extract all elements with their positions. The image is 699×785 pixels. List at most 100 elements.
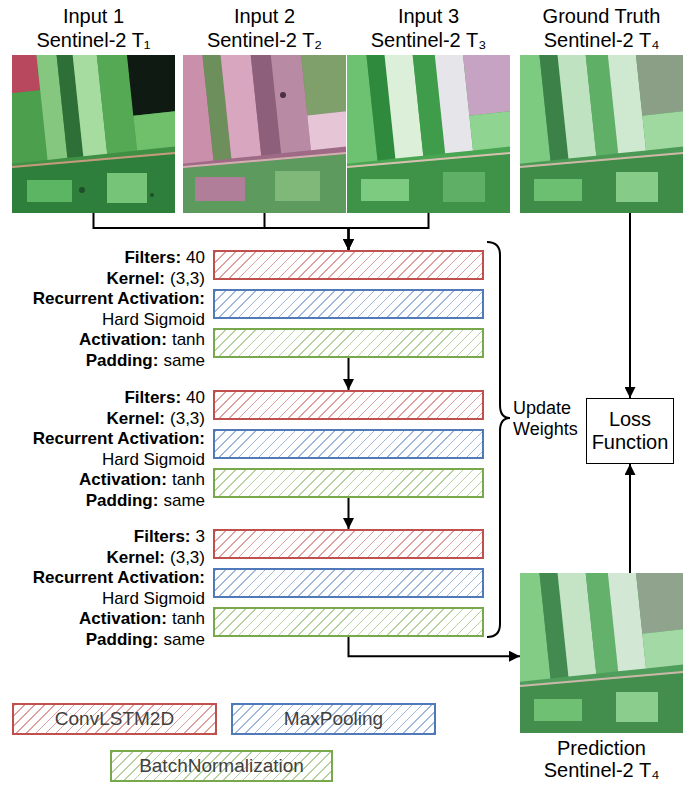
param-value: tanh [172,609,205,628]
satellite-image [503,26,696,213]
param-row: Recurrent Activation: [0,568,205,589]
param-value: 3 [196,527,205,546]
param-row: Filters: 40 [0,388,205,409]
legend-text: ConvLSTM2D [55,708,174,730]
legend-swatch: BatchNormalization [110,750,333,782]
param-value: tanh [172,470,205,489]
update-brace [487,242,510,637]
param-value: tanh [172,330,205,349]
param-name: Padding: [86,351,159,370]
satellite-image [330,26,523,213]
convlstm-layer [213,529,484,559]
param-row: Kernel: (3,3) [0,548,205,569]
image-title: Ground Truth [490,5,699,27]
param-value: (3,3) [170,409,205,428]
bracket-label: Update Weights [513,398,585,440]
layer-block: Filters:3Kernel:(3,3)Recurrent Activatio… [213,529,484,637]
flow-arrow [349,213,429,250]
param-value: (3,3) [170,548,205,567]
legend-swatch: ConvLSTM2D [12,703,217,735]
image-title: Sentinel-2 T₂ [153,29,376,51]
param-row: Kernel:(3,3) [0,269,205,290]
satellite-image [503,544,696,733]
image-title: Input 2 [153,5,376,27]
param-row: Recurrent Activation: [0,429,205,450]
loss-box: Loss Function [586,398,674,464]
param-value: Hard Sigmoid [102,589,205,608]
satellite-image [0,25,197,213]
convlstm-layer [213,390,484,420]
maxpooling-layer [213,429,484,459]
param-name: Recurrent Activation: [33,568,205,587]
param-row: Filters: 40 [0,248,205,269]
box-text: Loss Function [590,408,670,454]
image-title: Input 1 [0,5,205,27]
param-row: Padding:same [0,351,205,372]
flow-arrow [629,464,631,573]
param-row: Padding:same [0,630,205,651]
convlstm-layer [213,250,484,280]
param-row: Activation:tanh [0,470,205,491]
flow-arrow [349,637,521,656]
param-name: Filters: [124,388,181,407]
param-row: Activation: tanh [0,609,205,630]
param-name: Kernel: [106,409,165,428]
flow-arrow [265,213,349,250]
layer-params: Filters: 3Kernel: (3,3)Recurrent Activatio… [0,527,205,651]
flow-arrow [629,213,631,398]
param-row: Kernel: (3,3) [0,409,205,430]
param-name: Recurrent Activation: [33,289,205,308]
param-name: Activation: [79,609,167,628]
maxpooling-layer [213,289,484,319]
param-row: Activation: tanh [0,330,205,351]
batchnorm-layer [213,328,484,358]
param-row: Hard Sigmoid [0,310,205,331]
param-name: Padding: [86,630,159,649]
image-title: Sentinel-2 T₄ [490,29,699,51]
input-image: Input 1Sentinel-2 T₁ [12,55,175,213]
param-value: same [163,351,205,370]
param-value: Hard Sigmoid [102,310,205,329]
param-name: Recurrent Activation: [33,429,205,448]
legend-text: MaxPooling [284,708,383,730]
layer-params: Filters: 40Kernel: (3,3)Recurrent Activati… [0,388,205,512]
param-value: same [163,491,205,510]
param-row: Padding:same [0,491,205,512]
legend-text: BatchNormalization [139,755,304,777]
image-title: Sentinel-2 T₄ [490,759,699,781]
param-name: Padding: [86,491,159,510]
param-name: Filters: [134,527,191,546]
param-value: same [163,630,205,649]
param-name: Kernel: [106,548,165,567]
input-image: Input 2Sentinel-2 T₂ [183,55,346,213]
maxpooling-layer [213,568,484,598]
param-value: Hard Sigmoid [102,450,205,469]
layer-block: Filters:40Kernel:(3,3)Recurrent Activati… [213,250,484,358]
input-image: Input 3Sentinel-2 T₃ [347,55,510,213]
image-title: Input 3 [317,5,540,27]
param-row: Hard Sigmoid [0,450,205,471]
ground-truth-image: Ground TruthSentinel-2 T₄ [520,55,683,213]
legend-swatch: MaxPooling [231,703,436,735]
image-title: Prediction [490,737,699,759]
param-row: Recurrent Activation: [0,289,205,310]
flow-arrow [348,358,350,390]
param-value: 40 [186,388,205,407]
image-title: Sentinel-2 T₁ [0,29,205,51]
image-title: Sentinel-2 T₃ [317,29,540,51]
flow-arrow [348,498,350,529]
param-row: Filters: 3 [0,527,205,548]
batchnorm-layer [213,468,484,498]
flow-arrow [94,213,349,250]
batchnorm-layer [213,607,484,637]
prediction-image: PredictionSentinel-2 T₄ [520,573,683,733]
param-row: Hard Sigmoid [0,589,205,610]
satellite-image [166,26,361,213]
param-name: Kernel: [106,269,165,288]
layer-params: Filters: 40Kernel:(3,3)Recurrent Activati… [0,248,205,372]
param-value: 40 [186,248,205,267]
param-name: Filters: [124,248,181,267]
param-name: Activation: [79,330,167,349]
layer-block: Filters:40Kernel:(3,3)Recurrent Activati… [213,390,484,498]
